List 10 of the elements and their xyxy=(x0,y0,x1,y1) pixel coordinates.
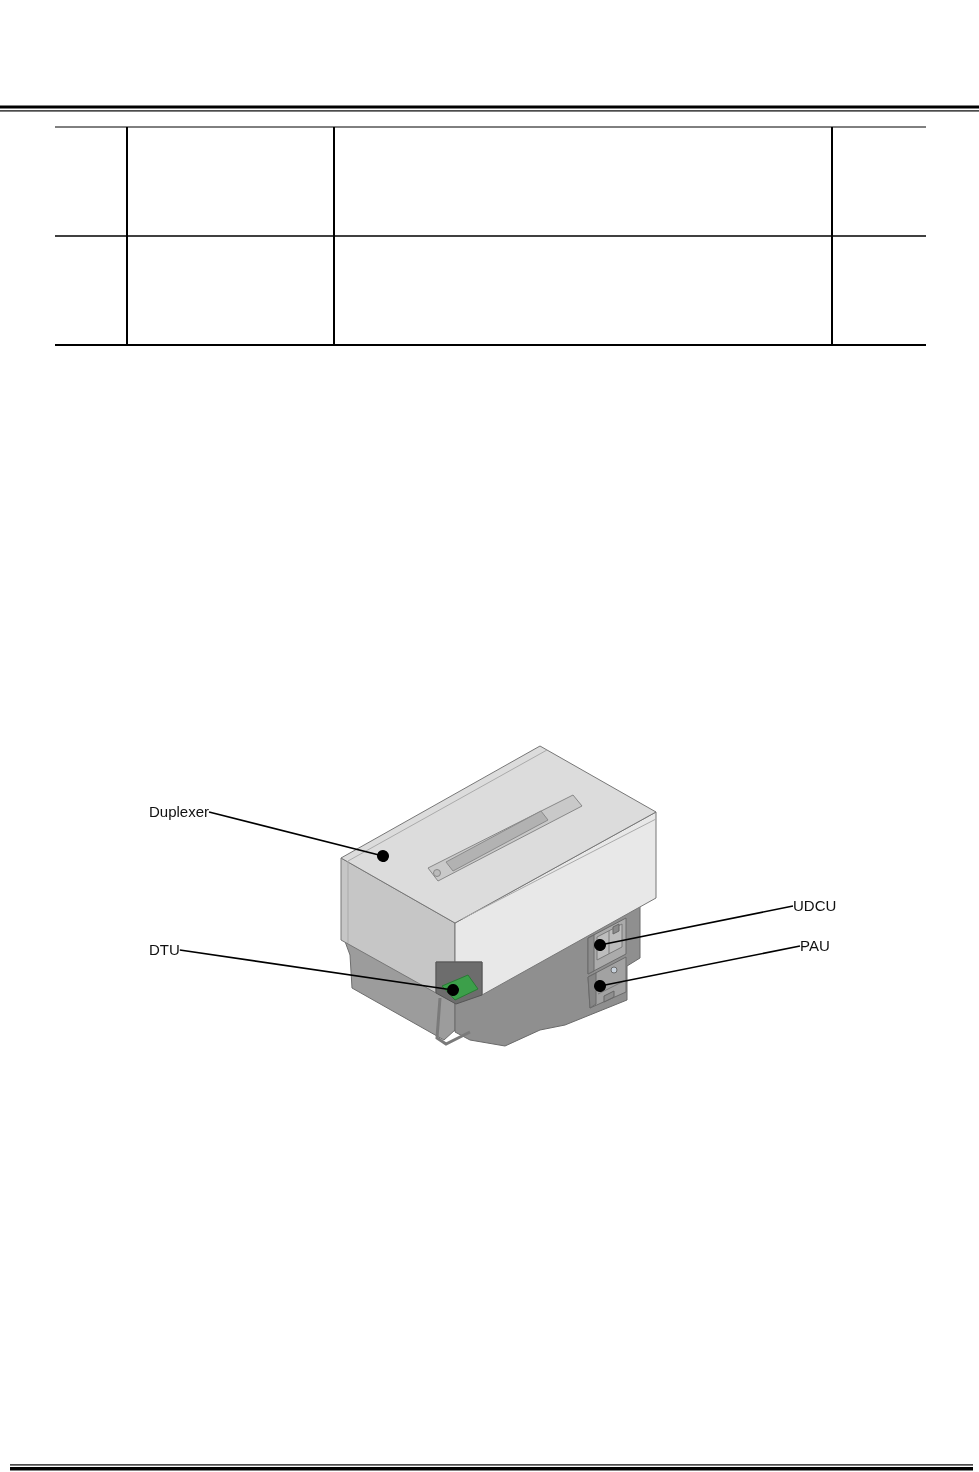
part-label: DTU xyxy=(149,941,180,959)
part-label: Duplexer xyxy=(149,803,210,821)
duplexer-housing xyxy=(340,745,657,996)
pau-module xyxy=(587,956,627,1009)
leader-line xyxy=(594,945,801,992)
leader-line xyxy=(179,949,459,996)
leader-line xyxy=(594,905,794,951)
leader-line xyxy=(208,811,389,862)
part-label: UDCU xyxy=(793,897,837,915)
part-label: PAU xyxy=(800,937,830,955)
